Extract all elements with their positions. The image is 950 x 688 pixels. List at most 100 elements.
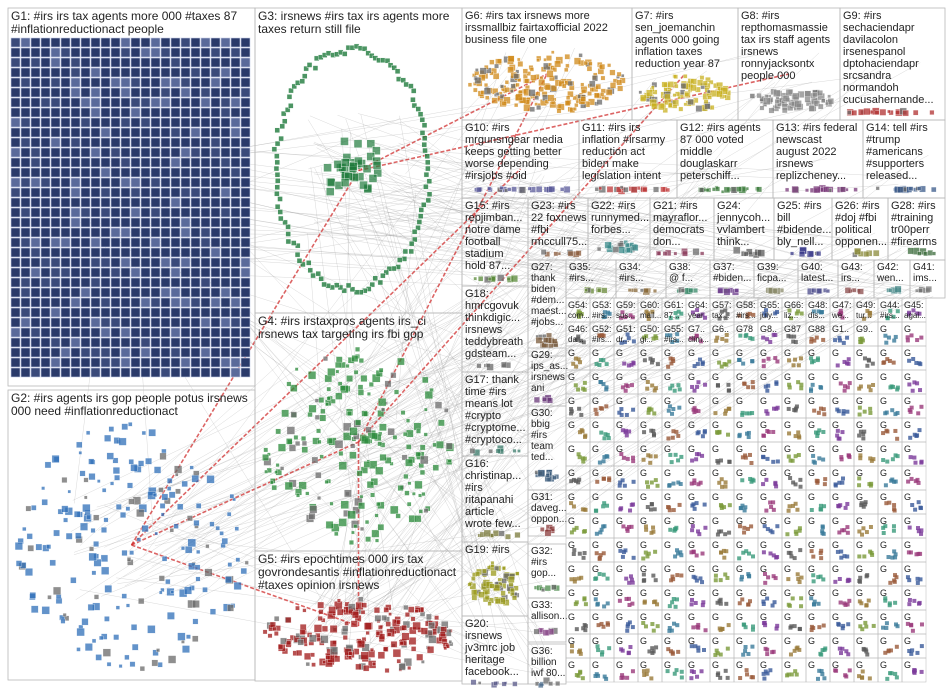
- node: [469, 448, 476, 454]
- node: [740, 455, 745, 460]
- node: [210, 137, 221, 148]
- group-nodes: [638, 74, 731, 113]
- node: [701, 647, 706, 652]
- small-group-label: G: [808, 468, 815, 478]
- node: [861, 526, 866, 531]
- group-nodes: [262, 596, 454, 673]
- node: [792, 624, 797, 629]
- small-group-word: gi...: [640, 335, 653, 344]
- node: [128, 498, 135, 505]
- node: [598, 553, 603, 558]
- edge: [314, 167, 616, 606]
- node: [595, 83, 601, 90]
- node: [696, 452, 701, 457]
- node: [110, 297, 121, 308]
- node: [282, 118, 288, 124]
- node: [678, 106, 684, 112]
- node: [160, 287, 171, 298]
- node: [600, 92, 605, 97]
- group-label-line: mrgunsngear media: [465, 134, 564, 146]
- small-group-label: G: [832, 468, 839, 478]
- group-label-line: teddybreath: [465, 336, 523, 348]
- small-group-label: G: [616, 564, 623, 574]
- node: [445, 442, 453, 450]
- node: [120, 117, 131, 128]
- node: [60, 217, 71, 228]
- node: [130, 327, 141, 338]
- node: [821, 337, 826, 342]
- node: [865, 573, 870, 578]
- small-group-label: G: [664, 468, 671, 478]
- node: [698, 576, 703, 581]
- node: [180, 347, 191, 358]
- node: [907, 598, 912, 603]
- node: [594, 531, 599, 536]
- node: [837, 338, 842, 343]
- node: [10, 37, 21, 48]
- node: [240, 277, 251, 288]
- node: [544, 99, 550, 104]
- node: [240, 357, 251, 368]
- small-group-label: G: [592, 468, 599, 478]
- node: [599, 430, 604, 435]
- group-label-line: august 2022: [776, 146, 837, 158]
- node: [200, 107, 211, 118]
- node: [160, 347, 171, 358]
- node: [690, 84, 697, 92]
- node: [25, 568, 33, 576]
- node: [180, 237, 191, 248]
- node: [718, 578, 723, 583]
- node: [370, 647, 374, 652]
- node: [140, 127, 151, 138]
- node: [160, 87, 171, 98]
- node: [120, 187, 131, 198]
- small-group-label: G: [904, 492, 911, 502]
- group-nodes: [676, 286, 698, 295]
- node: [160, 512, 165, 517]
- node: [761, 335, 766, 340]
- node: [130, 107, 141, 118]
- node: [130, 227, 141, 238]
- node: [787, 382, 792, 387]
- group-label-line: srcsandra: [843, 70, 892, 82]
- node: [649, 428, 654, 433]
- node: [620, 310, 625, 315]
- node: [865, 363, 870, 368]
- small-group-label: G: [904, 420, 911, 430]
- node: [180, 47, 191, 58]
- node: [863, 502, 868, 507]
- node: [342, 51, 348, 57]
- node: [718, 675, 723, 680]
- node: [210, 157, 221, 168]
- node: [790, 596, 795, 601]
- node: [339, 385, 346, 392]
- node: [493, 681, 498, 686]
- group-label-line: reduction act: [582, 146, 645, 158]
- node: [651, 525, 656, 530]
- node: [774, 99, 780, 104]
- node: [862, 429, 867, 434]
- node: [578, 360, 582, 365]
- small-group-label: G: [904, 324, 911, 334]
- node: [422, 376, 429, 384]
- node: [150, 257, 161, 268]
- group-label-line: irsnews tax targeting irs fbi gop: [258, 327, 424, 341]
- group-label-line: middle: [680, 146, 712, 158]
- node: [110, 57, 121, 68]
- node: [809, 336, 814, 341]
- node: [819, 556, 824, 561]
- node: [744, 668, 749, 673]
- node: [200, 187, 211, 198]
- small-group-label: G50:: [640, 324, 660, 334]
- node: [220, 67, 231, 78]
- edge: [172, 82, 776, 513]
- node: [543, 677, 550, 684]
- node: [275, 428, 281, 435]
- node: [644, 309, 649, 314]
